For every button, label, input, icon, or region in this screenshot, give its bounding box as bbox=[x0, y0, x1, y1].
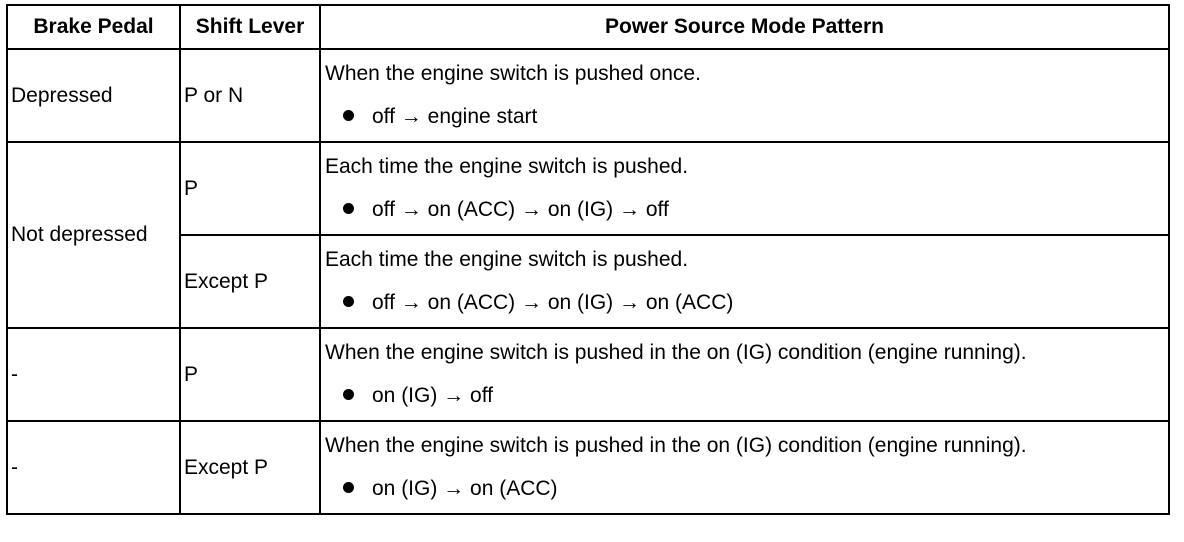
bullet-icon bbox=[343, 296, 354, 307]
bullet-icon bbox=[343, 203, 354, 214]
table-row: Not depressed P Each time the engine swi… bbox=[6, 141, 1170, 329]
pattern-sequence: off → engine start bbox=[372, 105, 538, 128]
shift-lever-cell: Except P bbox=[179, 420, 321, 515]
pattern-description: When the engine switch is pushed in the … bbox=[325, 434, 1027, 457]
table-row: Except P Each time the engine switch is … bbox=[7, 234, 1170, 329]
shift-lever-cell: P or N bbox=[179, 48, 321, 143]
pattern-sequence-item: on (IG) → off bbox=[325, 383, 1168, 409]
header-shift-lever: Shift Lever bbox=[179, 4, 321, 50]
pattern-sequence: on (IG) → off bbox=[372, 384, 493, 407]
brake-pedal-cell: Not depressed bbox=[6, 141, 181, 329]
pattern-description: Each time the engine switch is pushed. bbox=[325, 248, 689, 271]
pattern-cell: When the engine switch is pushed once. o… bbox=[319, 48, 1170, 143]
pattern-sequence-item: off → engine start bbox=[325, 104, 1168, 130]
pattern-cell: When the engine switch is pushed in the … bbox=[319, 420, 1170, 515]
pattern-description: Each time the engine switch is pushed. bbox=[325, 155, 689, 178]
table-row: - Except P When the engine switch is pus… bbox=[6, 420, 1170, 515]
pattern-description: When the engine switch is pushed in the … bbox=[325, 341, 1027, 364]
power-source-mode-table: Brake Pedal Shift Lever Power Source Mod… bbox=[6, 4, 1170, 515]
table-row: Depressed P or N When the engine switch … bbox=[6, 48, 1170, 143]
shift-lever-cell: P bbox=[179, 141, 321, 236]
bullet-icon bbox=[343, 389, 354, 400]
brake-pedal-cell: Depressed bbox=[6, 48, 181, 143]
pattern-cell: When the engine switch is pushed in the … bbox=[319, 327, 1170, 422]
table-row: - P When the engine switch is pushed in … bbox=[6, 327, 1170, 422]
pattern-sequence: off → on (ACC) → on (IG) → off bbox=[372, 198, 669, 221]
pattern-sequence: on (IG) → on (ACC) bbox=[372, 477, 558, 500]
pattern-sequence-item: off → on (ACC) → on (IG) → off bbox=[325, 197, 1168, 223]
bullet-icon bbox=[343, 110, 354, 121]
pattern-cell: Each time the engine switch is pushed. o… bbox=[319, 234, 1170, 329]
brake-pedal-cell: - bbox=[6, 327, 181, 422]
pattern-sequence-item: off → on (ACC) → on (IG) → on (ACC) bbox=[325, 290, 1168, 316]
pattern-cell: Each time the engine switch is pushed. o… bbox=[319, 141, 1170, 236]
header-power-source-mode-pattern: Power Source Mode Pattern bbox=[319, 4, 1170, 50]
bullet-icon bbox=[343, 482, 354, 493]
brake-pedal-cell: - bbox=[6, 420, 181, 515]
pattern-sequence-item: on (IG) → on (ACC) bbox=[325, 476, 1168, 502]
shift-lever-cell: P bbox=[179, 327, 321, 422]
header-brake-pedal: Brake Pedal bbox=[6, 4, 181, 50]
pattern-description: When the engine switch is pushed once. bbox=[325, 62, 701, 85]
header-row: Brake Pedal Shift Lever Power Source Mod… bbox=[6, 4, 1170, 50]
pattern-sequence: off → on (ACC) → on (IG) → on (ACC) bbox=[372, 291, 734, 314]
shift-lever-cell: Except P bbox=[179, 234, 321, 329]
